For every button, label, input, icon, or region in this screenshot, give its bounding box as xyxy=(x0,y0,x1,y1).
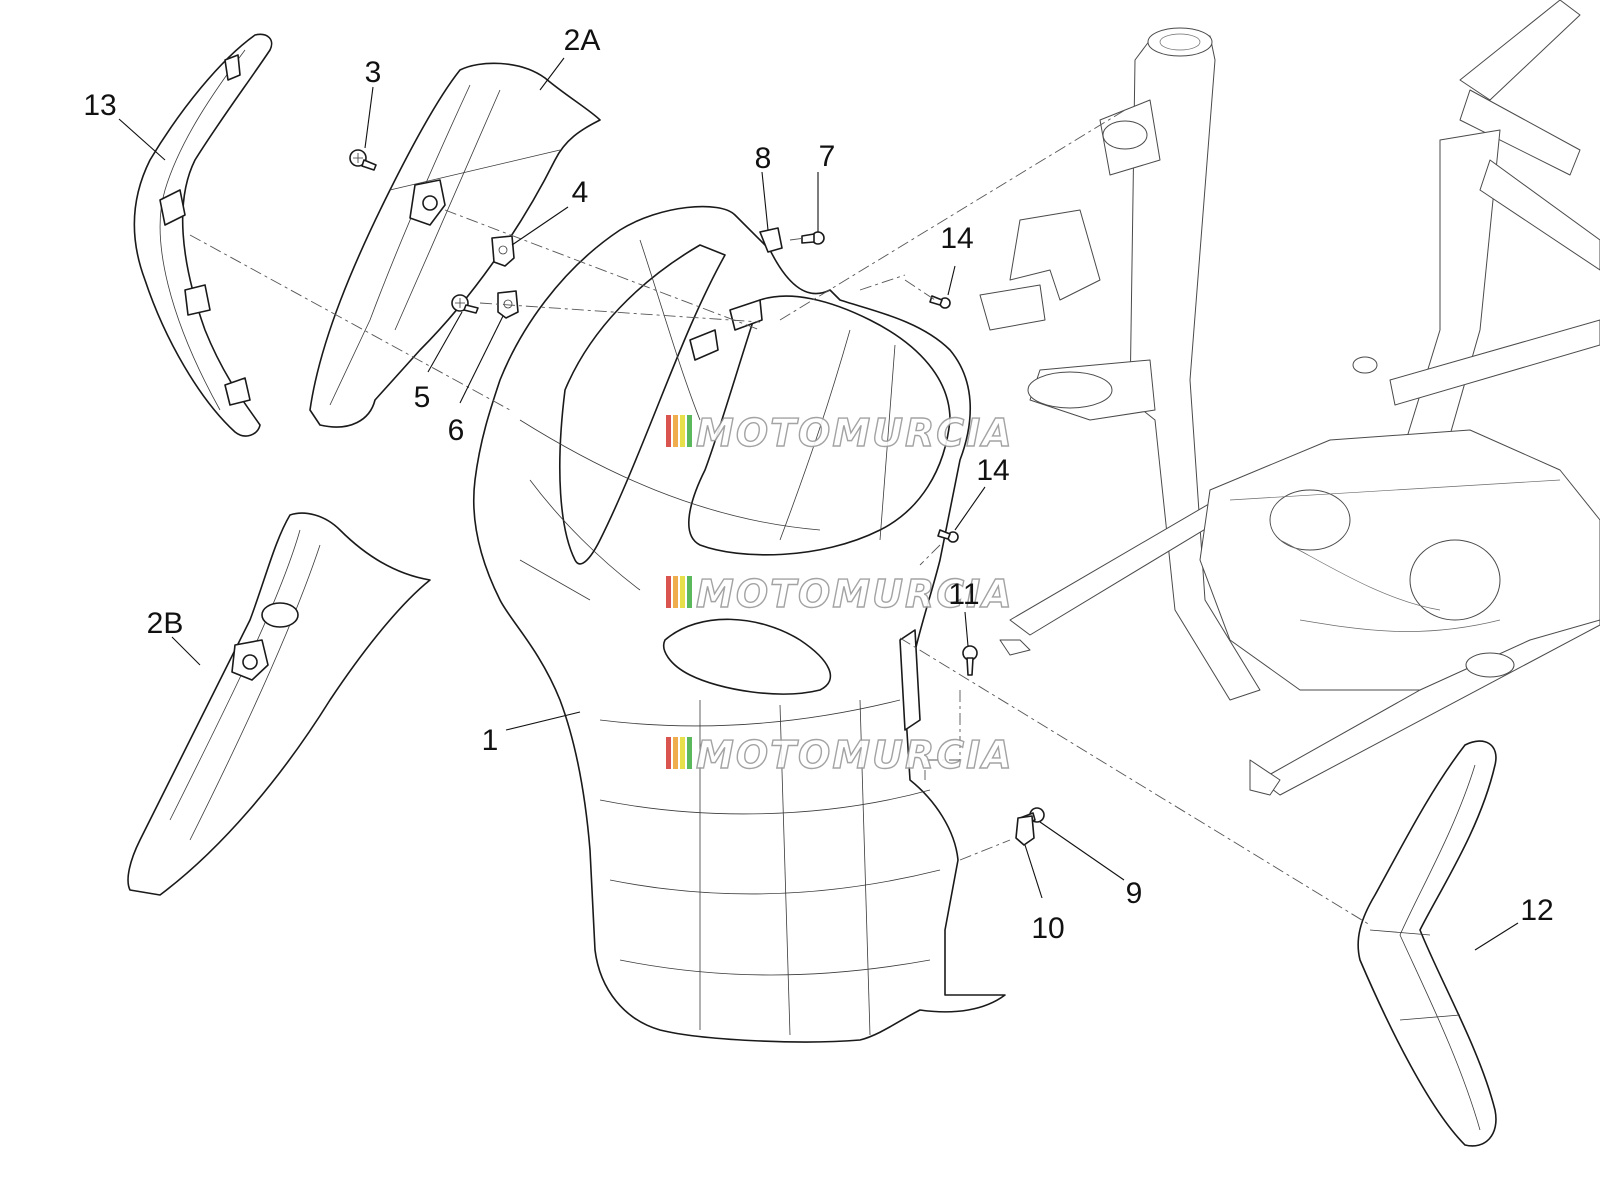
watermark-stripe xyxy=(666,576,671,608)
watermark-text: MOTOMURCIA xyxy=(696,733,1014,777)
clip-part-8 xyxy=(759,227,783,253)
watermark-text: MOTOMURCIA xyxy=(696,572,1014,616)
callout-11: 11 xyxy=(948,578,979,611)
leg-shield-part-1 xyxy=(472,205,1006,1043)
scooter-frame xyxy=(979,0,1600,796)
callout-5: 5 xyxy=(414,381,431,414)
callouts: 1 2A 2B 3 4 5 6 7 8 9 10 11 12 13 14 14 xyxy=(83,24,1553,945)
callout-14-upper: 14 xyxy=(940,222,973,255)
watermark-stripe xyxy=(687,415,692,447)
watermark-text: MOTOMURCIA xyxy=(696,411,1014,455)
assembly-lines xyxy=(189,109,1371,926)
screw-part-5 xyxy=(451,294,479,314)
callout-2a: 2A xyxy=(564,24,601,57)
callout-12: 12 xyxy=(1520,894,1553,927)
screw-part-7 xyxy=(801,231,825,245)
callout-4: 4 xyxy=(572,176,589,209)
clip-part-4 xyxy=(491,235,515,267)
callout-1: 1 xyxy=(482,724,499,757)
callout-8: 8 xyxy=(755,142,772,175)
shield-trim-part-2b xyxy=(127,512,431,896)
watermark-stripe xyxy=(673,415,678,447)
screw-part-14-upper xyxy=(929,295,951,309)
callout-10: 10 xyxy=(1031,912,1064,945)
watermark-top: MOTOMURCIA xyxy=(666,410,1014,456)
shield-trim-part-2a xyxy=(309,62,601,428)
watermark-bottom: MOTOMURCIA xyxy=(666,732,1014,778)
side-trim-part-13 xyxy=(133,33,273,437)
callout-9: 9 xyxy=(1126,877,1143,910)
callout-14-lower: 14 xyxy=(976,454,1009,487)
watermark-stripe xyxy=(680,576,685,608)
callout-6: 6 xyxy=(448,414,465,447)
watermark-stripe xyxy=(673,576,678,608)
clip-part-10 xyxy=(1015,815,1035,846)
watermark-stripe xyxy=(680,415,685,447)
screw-part-14-lower xyxy=(937,529,959,543)
leader-lines xyxy=(118,57,1519,951)
callout-7: 7 xyxy=(819,140,836,173)
callout-13: 13 xyxy=(83,89,116,122)
watermark-stripe xyxy=(673,737,678,769)
watermark-stripe xyxy=(687,576,692,608)
watermark-stripe xyxy=(666,737,671,769)
screw-part-11 xyxy=(962,645,978,676)
callout-2b: 2B xyxy=(147,607,184,640)
watermark-stripe xyxy=(687,737,692,769)
watermark-middle: MOTOMURCIA xyxy=(666,571,1014,617)
watermark-stripe xyxy=(680,737,685,769)
side-trim-part-12 xyxy=(1357,740,1497,1147)
screw-part-3 xyxy=(349,149,377,171)
watermark-stripe xyxy=(666,415,671,447)
callout-3: 3 xyxy=(365,56,382,89)
